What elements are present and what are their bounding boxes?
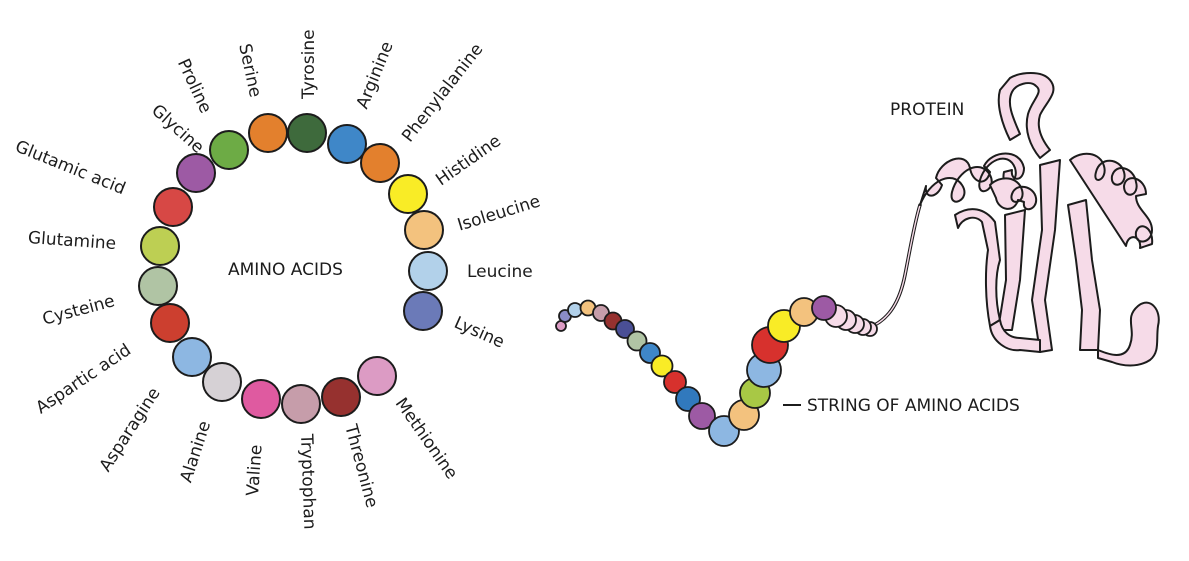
label-tyrosine: Tyrosine: [299, 29, 319, 100]
protein-helix-right: [1069, 152, 1154, 249]
label-tryptophan: Tryptophan: [296, 433, 319, 530]
amino-acid-cysteine: [138, 266, 178, 306]
amino-acid-ring: [138, 113, 448, 424]
amino-acid-glycine: [176, 153, 216, 193]
amino-acid-tryptophan: [281, 384, 321, 424]
amino-acid-tyrosine: [287, 113, 327, 153]
label-leucine: Leucine: [467, 262, 533, 282]
protein-mid-helix: [989, 177, 1038, 211]
label-phenylalanine: Phenylalanine: [398, 40, 487, 146]
protein-linker: [866, 203, 922, 330]
amino-acid-glutamine: [140, 226, 180, 266]
chain-bead: [615, 319, 635, 339]
amino-acid-histidine: [388, 174, 428, 214]
protein-sheet-middle: [1031, 159, 1061, 353]
label-cysteine: Cysteine: [40, 291, 117, 329]
label-lysine: Lysine: [451, 313, 507, 353]
label-methionine: Methionine: [391, 394, 462, 483]
chain-bead: [650, 354, 674, 378]
protein-bottom-left-loop: [989, 319, 1041, 353]
label-glutamic-acid: Glutamic acid: [12, 137, 128, 199]
amino-acid-phenylalanine: [360, 143, 400, 183]
label-glutamine: Glutamine: [27, 228, 116, 254]
amino-acid-leucine: [408, 251, 448, 291]
chain-bead: [811, 295, 837, 321]
label-isoleucine: Isoleucine: [455, 191, 543, 235]
amino-acid-methionine: [357, 356, 397, 396]
protein-outer-loop: [997, 72, 1055, 159]
protein-title: PROTEIN: [890, 100, 964, 120]
label-alanine: Alanine: [176, 419, 215, 486]
label-asparagine: Asparagine: [96, 384, 165, 475]
amino-acid-chain: [555, 295, 878, 447]
label-histidine: Histidine: [432, 131, 504, 190]
amino-acid-glutamic-acid: [153, 187, 193, 227]
amino-acid-lysine: [403, 291, 443, 331]
label-aspartic-acid: Aspartic acid: [32, 340, 134, 418]
string-of-amino-acids-title: STRING OF AMINO ACIDS: [807, 396, 1020, 416]
protein-sheet-middle-2: [997, 209, 1026, 331]
label-serine: Serine: [234, 42, 265, 99]
amino-acid-proline: [209, 130, 249, 170]
label-threonine: Threonine: [340, 421, 382, 510]
chain-bead: [626, 330, 648, 352]
chain-bead: [663, 370, 687, 394]
amino-acid-serine: [248, 113, 288, 153]
label-proline: Proline: [173, 56, 215, 117]
label-valine: Valine: [243, 444, 267, 497]
amino-acid-threonine: [321, 377, 361, 417]
protein-sheet-left: [954, 208, 1001, 327]
label-arginine: Arginine: [353, 39, 398, 112]
amino-acid-valine: [241, 379, 281, 419]
protein-bottom-loop: [1097, 301, 1160, 367]
amino-acid-isoleucine: [404, 210, 444, 250]
amino-acid-alanine: [202, 362, 242, 402]
protein-sheet-right: [1067, 199, 1101, 351]
amino-acid-asparagine: [172, 337, 212, 377]
chain-bead: [688, 402, 716, 430]
protein-illustration: [866, 72, 1160, 367]
amino-acid-aspartic-acid: [150, 303, 190, 343]
amino-acids-title: AMINO ACIDS: [228, 260, 343, 280]
amino-acid-arginine: [327, 124, 367, 164]
protein-linker-inner: [867, 204, 921, 329]
